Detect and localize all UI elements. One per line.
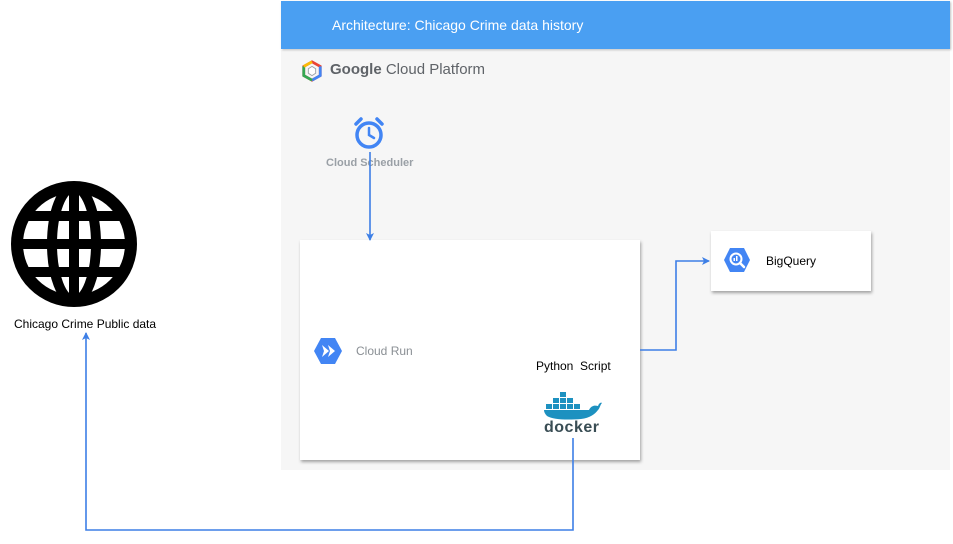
diagram-title: Architecture: Chicago Crime data history: [332, 17, 584, 33]
globe-icon: [11, 181, 137, 307]
cloud-run-icon: [314, 338, 342, 364]
cloud-scheduler-label: Cloud Scheduler: [326, 157, 414, 169]
google-cloud-logo-icon: [302, 60, 322, 82]
alarm-clock-icon: [354, 117, 384, 149]
gcp-brand-rest: Cloud Platform: [385, 61, 486, 78]
gcp-platform-label: Google Cloud Platform: [330, 61, 485, 78]
bigquery-icon: [724, 248, 750, 272]
docker-wordmark: docker: [544, 419, 600, 436]
title-bar: [281, 1, 950, 49]
gcp-brand-bold: Google: [330, 61, 382, 78]
python-script-label: Python Script: [536, 359, 611, 373]
cloud-run-label: Cloud Run: [356, 344, 413, 358]
bigquery-label: BigQuery: [766, 254, 817, 268]
public-data-label: Chicago Crime Public data: [14, 317, 157, 331]
